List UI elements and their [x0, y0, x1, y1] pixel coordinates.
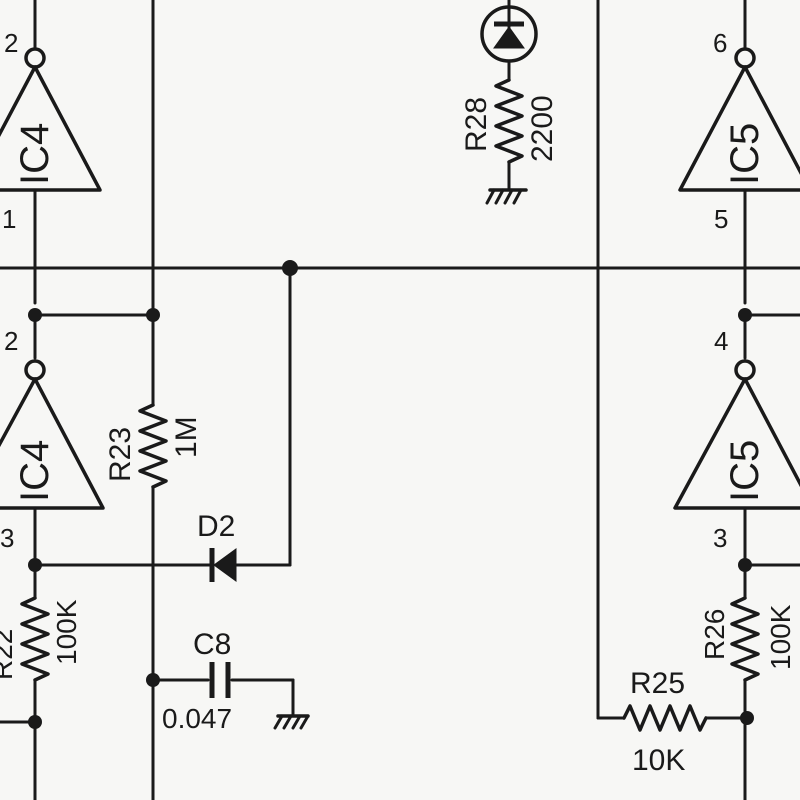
- diode-d2: D2: [197, 510, 237, 582]
- capacitor-c8: C8 0.047: [162, 628, 232, 734]
- r23-ref: R23: [104, 427, 137, 482]
- ic4-upper-label: IC4: [13, 123, 57, 185]
- r23-value: 1M: [170, 416, 203, 458]
- ic4-lower-label: IC4: [13, 440, 57, 502]
- ic5-lower-pin-in: 4: [714, 326, 728, 356]
- r28-value: 2200: [526, 95, 559, 162]
- r25-value: 10K: [632, 744, 685, 777]
- d2-ref: D2: [197, 510, 235, 543]
- ic4-upper-pin-out: 1: [2, 204, 16, 234]
- ic5-lower-pin-out: 3: [713, 523, 727, 553]
- ic5-upper-label: IC5: [723, 123, 767, 185]
- r28-ref: R28: [460, 97, 493, 152]
- ic5-lower: 4 3 IC5: [673, 326, 800, 600]
- ic5-lower-label: IC5: [723, 440, 767, 502]
- resistor-r23: R23 1M: [104, 403, 203, 800]
- r26-value: 100K: [765, 604, 796, 670]
- ic4-lower-pin-out: 3: [0, 523, 14, 553]
- ic4-lower: 2 3 IC4: [0, 326, 105, 600]
- ground-symbol: [485, 188, 528, 205]
- ic4-upper: 2 1 IC4: [0, 0, 102, 305]
- ic5-upper-pin-in: 6: [713, 28, 727, 58]
- ic4-lower-pin-in: 2: [4, 326, 18, 356]
- c8-ref: C8: [193, 628, 231, 661]
- resistor-r22: R22 100K: [0, 596, 82, 800]
- r22-value: 100K: [51, 599, 82, 665]
- ic5-upper-pin-out: 5: [714, 204, 728, 234]
- junction-dot: [282, 260, 298, 276]
- ground-symbol: [273, 714, 310, 730]
- ic4-upper-pin-in: 2: [4, 28, 18, 58]
- resistor-r28: R28 2200: [460, 78, 559, 192]
- led-indicator: [480, 0, 538, 63]
- r26-ref: R26: [699, 609, 730, 660]
- c8-value: 0.047: [162, 703, 232, 734]
- ic5-upper: 6 5 IC5: [678, 0, 800, 305]
- junction-dot: [740, 711, 754, 725]
- r25-ref: R25: [630, 667, 685, 700]
- r22-ref: R22: [0, 629, 18, 680]
- resistor-r26: R26 100K: [699, 596, 796, 800]
- junction-dot: [146, 308, 160, 322]
- resistor-r25: R25 10K: [622, 667, 708, 777]
